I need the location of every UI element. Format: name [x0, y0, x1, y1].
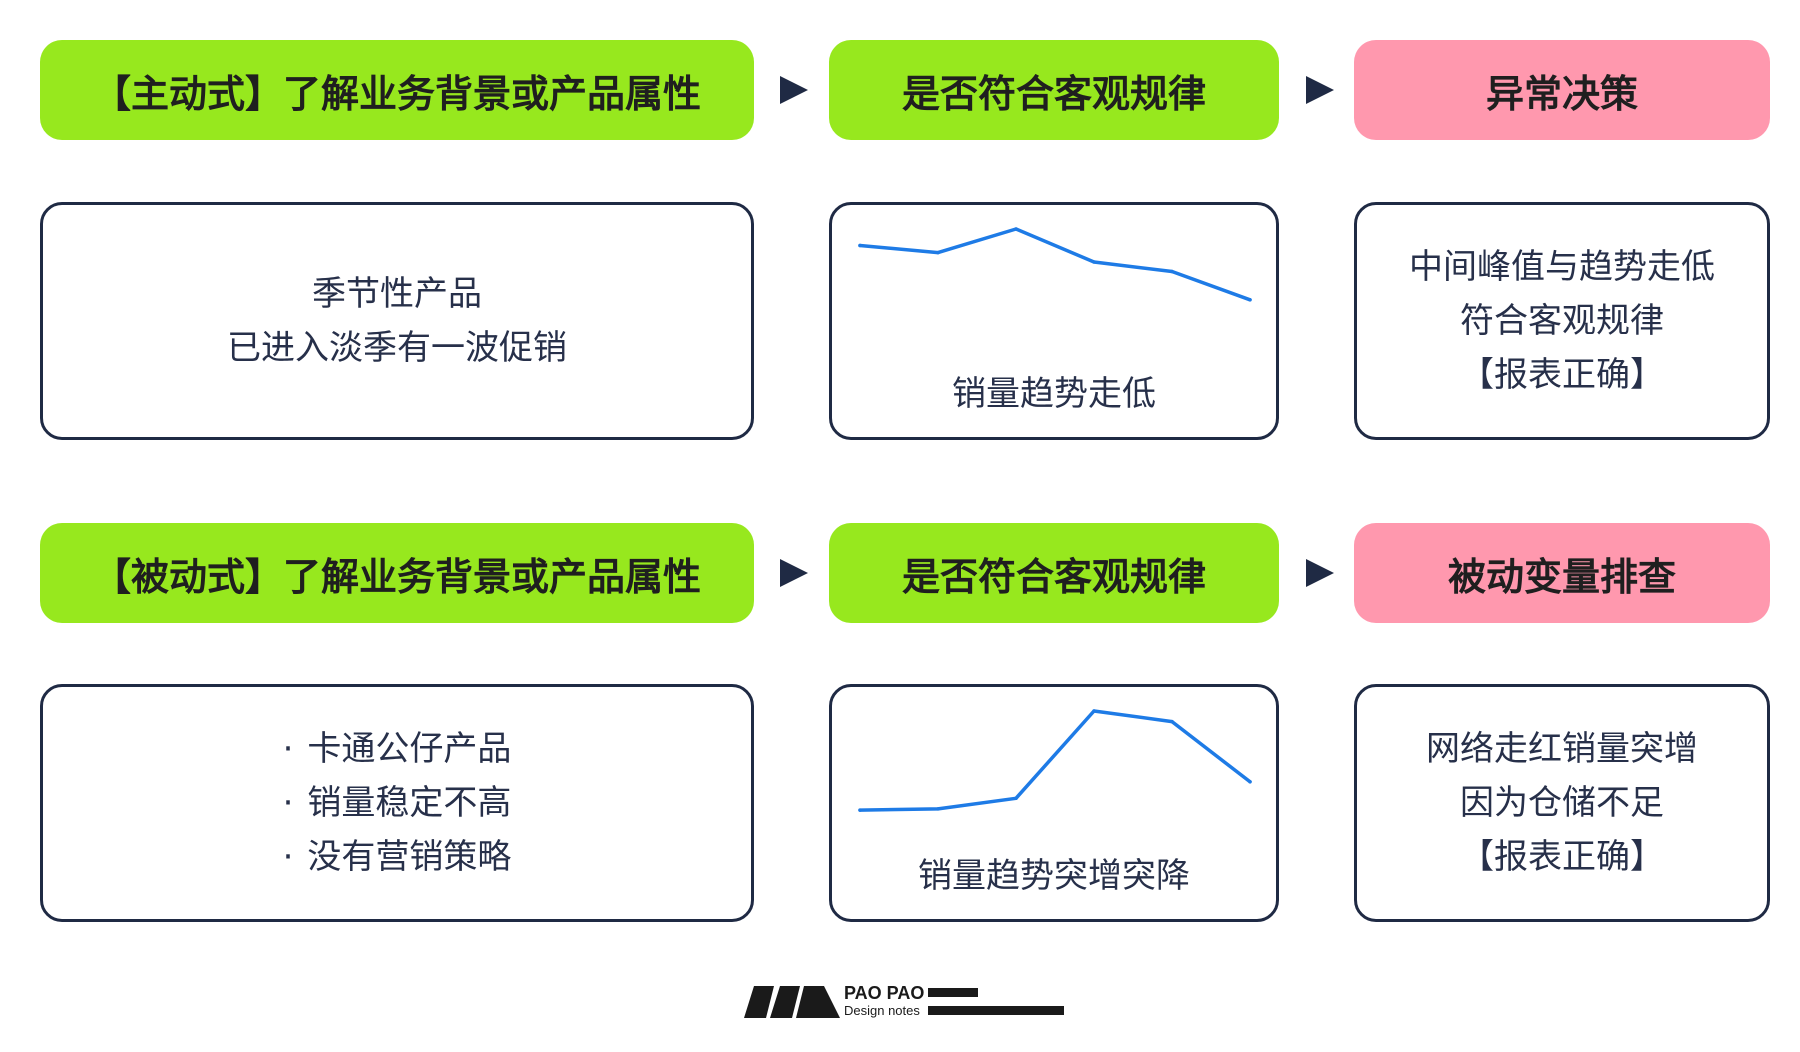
chart-box-passive: 销量趋势突增突降 [829, 684, 1279, 922]
conclusion-box-proactive: 中间峰值与趋势走低 符合客观规律 【报表正确】 [1354, 202, 1770, 440]
data-point [858, 808, 862, 812]
chart-box-proactive: 销量趋势走低 [829, 202, 1279, 440]
logo-bar [928, 1006, 1064, 1015]
bullet-list: · 卡通公仔产品 · 销量稳定不高 · 没有营销策略 [283, 722, 512, 884]
step-anomaly-decision: 异常决策 [1354, 40, 1770, 140]
list-item: · 卡通公仔产品 [283, 722, 512, 776]
arrow-right-icon [1306, 76, 1334, 104]
step-passive-variable-check: 被动变量排查 [1354, 523, 1770, 623]
logo-subtitle: Design notes [844, 1003, 920, 1018]
conclusion-line: 网络走红销量突增 [1426, 729, 1698, 769]
bullet-text: 没有营销策略 [307, 837, 512, 877]
context-line: 已进入淡季有一波促销 [227, 328, 567, 368]
series-line [858, 709, 1252, 812]
conclusion-box-passive: 网络走红销量突增 因为仓储不足 【报表正确】 [1354, 684, 1770, 922]
logo-mark [744, 986, 840, 1018]
context-box-passive: · 卡通公仔产品 · 销量稳定不高 · 没有营销策略 [40, 684, 754, 922]
conclusion-text: 网络走红销量突增 因为仓储不足 【报表正确】 [1357, 687, 1767, 919]
arrow-right-icon [780, 559, 808, 587]
data-point [858, 243, 862, 248]
context-line: 季节性产品 [312, 274, 482, 314]
bullet-text: 销量稳定不高 [307, 783, 512, 823]
logo-text: PAO PAO Design notes [844, 982, 924, 1017]
context-text: · 卡通公仔产品 · 销量稳定不高 · 没有营销策略 [43, 687, 751, 919]
data-point [1092, 709, 1096, 713]
data-point [1248, 298, 1252, 302]
data-point [936, 250, 940, 255]
conclusion-line: 【报表正确】 [1460, 355, 1664, 395]
trend-chart-passive [858, 709, 1252, 812]
series-line [858, 227, 1252, 302]
arrow-right-icon [780, 76, 808, 104]
bullet-text: 卡通公仔产品 [307, 729, 512, 769]
bullet-dot: · [282, 837, 294, 877]
step-passive-context: 【被动式】了解业务背景或产品属性 [40, 523, 754, 623]
conclusion-line: 符合客观规律 [1460, 301, 1664, 341]
data-point [936, 807, 940, 811]
step-proactive-context: 【主动式】了解业务背景或产品属性 [40, 40, 754, 140]
list-item: · 没有营销策略 [283, 830, 512, 884]
data-point [1170, 719, 1174, 724]
conclusion-line: 中间峰值与趋势走低 [1409, 247, 1715, 287]
bullet-dot: · [282, 783, 294, 823]
arrow-right-icon [1306, 559, 1334, 587]
data-point [1014, 796, 1018, 801]
data-point [1092, 260, 1096, 264]
step-objective-check: 是否符合客观规律 [829, 40, 1279, 140]
trend-chart-proactive [858, 227, 1252, 302]
step-objective-check: 是否符合客观规律 [829, 523, 1279, 623]
logo-bar [928, 988, 978, 997]
conclusion-text: 中间峰值与趋势走低 符合客观规律 【报表正确】 [1357, 205, 1767, 437]
conclusion-line: 因为仓储不足 [1460, 783, 1664, 823]
bullet-dot: · [282, 729, 294, 769]
list-item: · 销量稳定不高 [283, 776, 512, 830]
chart-label: 销量趋势突增突降 [918, 856, 1190, 896]
context-box-proactive: 季节性产品 已进入淡季有一波促销 [40, 202, 754, 440]
logo-title: PAO PAO [844, 983, 925, 1003]
logo: PAO PAO Design notes [744, 982, 1068, 1022]
chart-label: 销量趋势走低 [952, 374, 1156, 414]
data-point [1014, 227, 1018, 231]
conclusion-line: 【报表正确】 [1460, 837, 1664, 877]
data-point [1248, 780, 1252, 784]
data-point [1170, 269, 1174, 274]
context-text: 季节性产品 已进入淡季有一波促销 [43, 205, 751, 437]
